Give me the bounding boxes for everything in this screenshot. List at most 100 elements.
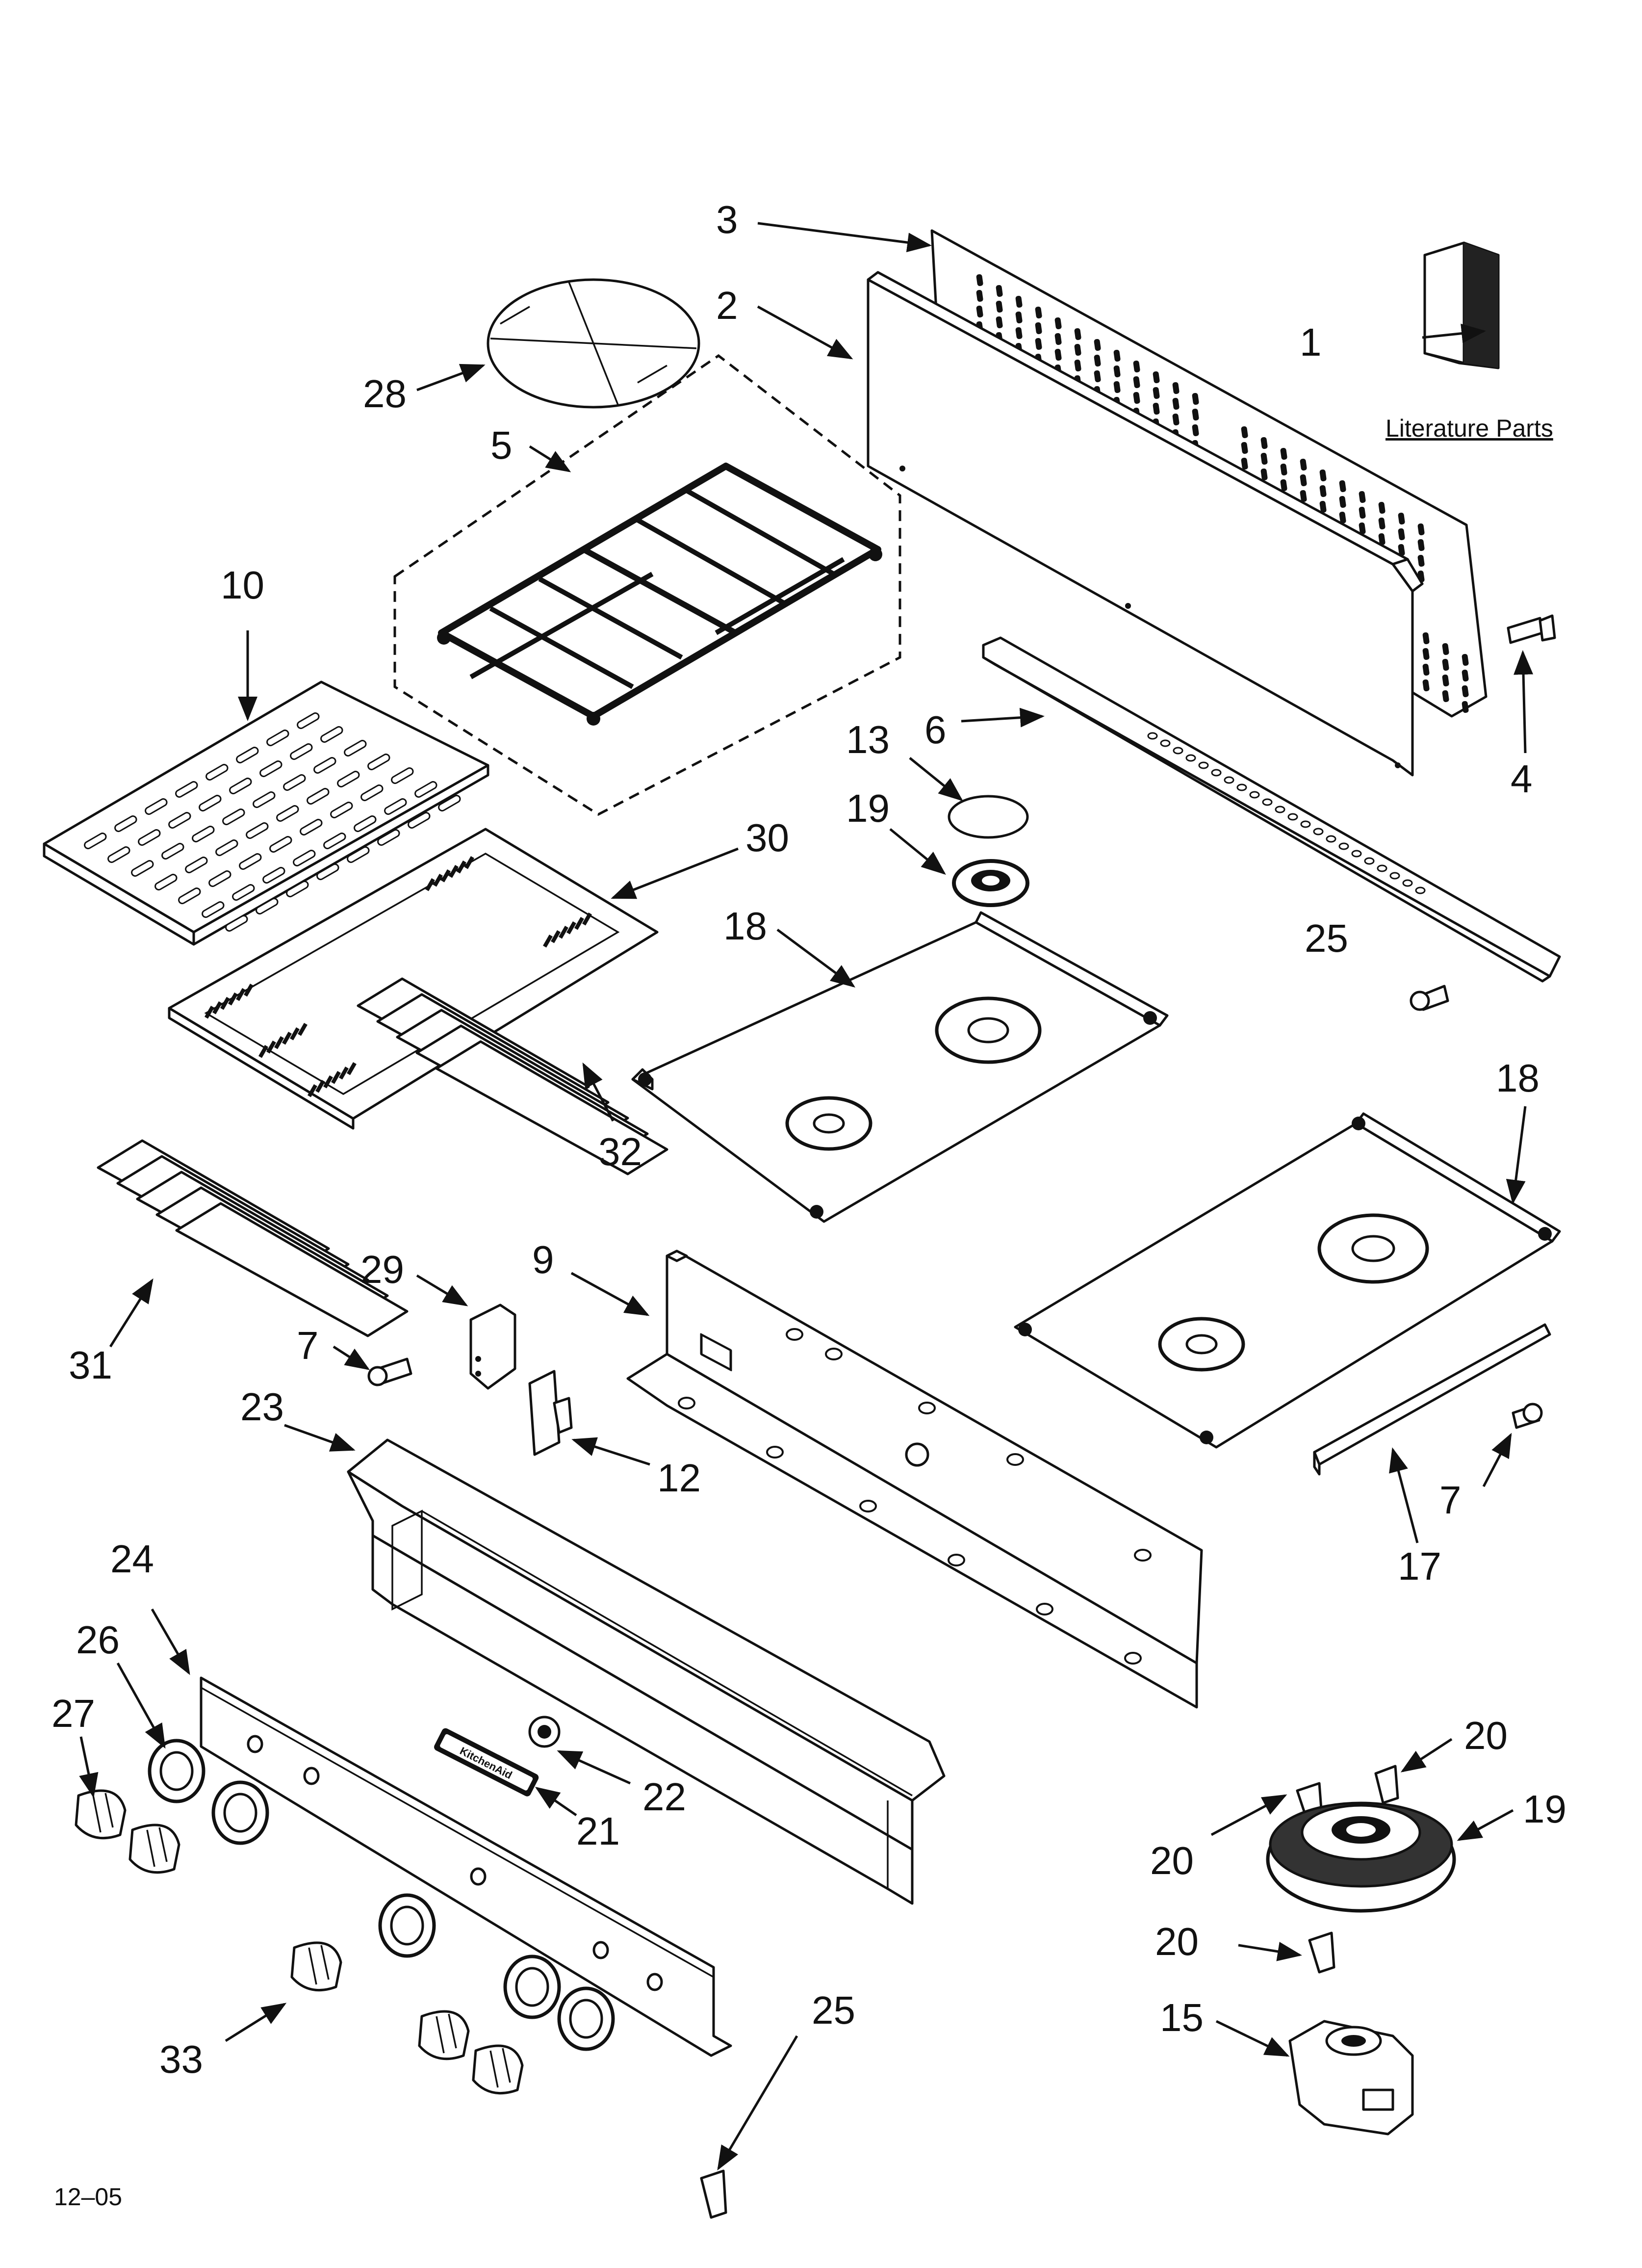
- manifold-holes-9: [678, 1328, 1152, 1665]
- cover-slot: [276, 805, 299, 822]
- vent-slot: [1094, 370, 1101, 383]
- vent-slot: [1133, 360, 1140, 373]
- vent-slot: [1153, 402, 1160, 415]
- callout-19-upper: 19: [846, 786, 890, 830]
- tray-slot: [347, 1062, 357, 1075]
- vent-slot: [1113, 365, 1121, 378]
- callout-28: 28: [363, 372, 407, 416]
- cover-slot: [330, 802, 353, 819]
- vent-slot: [1054, 333, 1062, 345]
- cover-slot: [323, 833, 346, 850]
- manifold-hole: [825, 1348, 843, 1360]
- trim-strip-17: [1313, 1323, 1551, 1476]
- callout-5: 5: [490, 423, 513, 467]
- cover-slot: [161, 843, 184, 860]
- valve-stem: [247, 1735, 263, 1753]
- callout-6: 6: [924, 708, 947, 752]
- vent-slot: [996, 300, 1003, 313]
- tray-slot: [235, 988, 246, 1001]
- rail-hole: [1377, 864, 1387, 872]
- cover-slot: [438, 795, 461, 812]
- cover-slot: [344, 740, 367, 757]
- tray-slot: [441, 869, 451, 883]
- vent-slot: [1241, 442, 1248, 454]
- vent-slot: [1074, 359, 1081, 372]
- rail-hole: [1262, 798, 1273, 806]
- callout-32: 32: [598, 1130, 642, 1173]
- vent-slot: [1094, 339, 1101, 351]
- knob-grip: [502, 2048, 511, 2083]
- knob-grip: [308, 1947, 317, 1985]
- vent-slot: [1280, 479, 1287, 492]
- vent-slot: [1442, 658, 1449, 671]
- cover-slot: [208, 870, 231, 887]
- callout-12: 12: [657, 1456, 701, 1500]
- manifold-hole: [1124, 1652, 1142, 1665]
- cover-slot: [290, 743, 313, 760]
- tray-slot: [258, 1045, 268, 1058]
- cover-slot: [192, 826, 215, 843]
- control-faceplate-24: [200, 1676, 732, 2057]
- drip-tray-30: [168, 828, 659, 1130]
- heat-deflector-31: [97, 1139, 409, 1337]
- callout-31: 31: [69, 1343, 112, 1387]
- rail-hole: [1185, 754, 1196, 762]
- vent-slot: [1113, 381, 1121, 393]
- vent-slot: [1422, 648, 1430, 660]
- vent-slot: [1133, 391, 1140, 404]
- tray-slot: [323, 1075, 333, 1089]
- vent-slot: [1417, 523, 1425, 536]
- knob-grip: [489, 2050, 499, 2088]
- cover-slot: [347, 846, 370, 863]
- burner-grates-5: [393, 354, 901, 816]
- rail-hole: [1389, 872, 1400, 880]
- heat-deflector-32: [357, 977, 668, 1175]
- cover-slot: [154, 874, 178, 891]
- vent-slot: [1074, 328, 1081, 340]
- callout-33: 33: [159, 2037, 203, 2081]
- screw-20-bottom: [1308, 1931, 1335, 1974]
- knob-grip: [146, 1829, 155, 1867]
- control-knobs: [75, 1735, 663, 2095]
- cover-slot: [185, 857, 208, 874]
- rail-hole: [1313, 828, 1324, 835]
- rail-hole: [1198, 761, 1209, 769]
- cover-slot: [337, 771, 360, 788]
- rail-hole: [1287, 813, 1298, 821]
- tray-slot: [212, 1001, 222, 1015]
- tray-slots-30: [204, 856, 592, 1097]
- vent-slot: [1442, 690, 1449, 703]
- leader-lines: [79, 222, 1534, 2171]
- callout-20-left: 20: [1150, 1839, 1194, 1882]
- cover-slot: [414, 781, 437, 798]
- tray-slot: [297, 1023, 308, 1036]
- tray-slot: [456, 860, 466, 874]
- cover-slot: [225, 915, 248, 932]
- rail-hole: [1415, 886, 1426, 894]
- tray-slot: [308, 1084, 317, 1097]
- rail-hole: [1249, 791, 1260, 799]
- vent-slot: [1378, 501, 1385, 514]
- vent-slot: [1035, 306, 1042, 319]
- callout-labels: 1 2 3 4 5 6 7 7 9 10 12 13 15 17 18 18 1…: [51, 198, 1566, 2081]
- cover-slot: [300, 819, 323, 836]
- cover-slot: [377, 829, 400, 846]
- cover-slot: [114, 815, 137, 833]
- tray-slot: [244, 983, 254, 997]
- callout-27: 27: [51, 1692, 95, 1735]
- cover-slot: [313, 757, 336, 774]
- callout-3: 3: [716, 198, 738, 241]
- vent-slot: [1422, 632, 1430, 645]
- vent-slot: [996, 316, 1003, 329]
- callout-17: 17: [1398, 1544, 1441, 1588]
- tray-slot: [315, 1080, 325, 1093]
- cover-slot: [178, 887, 201, 905]
- slotted-cover-10: [43, 680, 489, 946]
- grommet-22: [528, 1716, 561, 1748]
- callout-24: 24: [110, 1537, 154, 1581]
- callout-25-lower: 25: [812, 1988, 855, 2032]
- rail-hole: [1236, 783, 1247, 791]
- vent-slot: [1442, 674, 1449, 687]
- callout-30: 30: [745, 816, 789, 860]
- tray-slot: [331, 1071, 341, 1084]
